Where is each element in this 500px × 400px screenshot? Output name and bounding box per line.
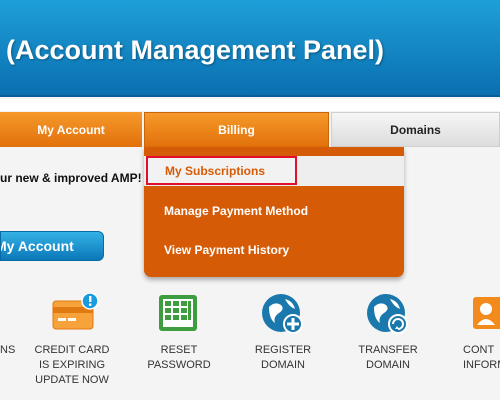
dropdown-item-view-payment-history[interactable]: View Payment History: [164, 243, 290, 257]
header-banner: (Account Management Panel): [0, 0, 500, 97]
promo-text: ur new & improved AMP!: [0, 171, 142, 185]
keypad-icon[interactable]: [157, 293, 199, 333]
credit-card-alert-icon[interactable]: [51, 292, 99, 333]
quick-action-label-transfer-domain[interactable]: TRANSFER DOMAIN: [358, 344, 418, 371]
dropdown-item-label: My Subscriptions: [165, 163, 266, 178]
tab-billing[interactable]: Billing: [144, 112, 329, 147]
contact-card-icon[interactable]: [471, 293, 500, 333]
quick-action-label-register-domain[interactable]: REGISTER DOMAIN: [254, 344, 312, 371]
billing-dropdown-menu: My Subscriptions Manage Payment Method V…: [144, 147, 404, 277]
quick-action-label-partial[interactable]: NS: [0, 344, 16, 356]
globe-transfer-icon[interactable]: [366, 293, 408, 334]
tab-label: My Account: [37, 122, 105, 137]
tab-label: Billing: [218, 123, 255, 137]
tab-my-account[interactable]: My Account: [0, 112, 142, 147]
tab-domains[interactable]: Domains: [331, 112, 500, 147]
quick-action-label-reset-password[interactable]: RESET PASSWORD: [147, 344, 211, 371]
globe-plus-icon[interactable]: [261, 293, 303, 334]
quick-action-label-credit-card[interactable]: CREDIT CARD IS EXPIRING UPDATE NOW: [34, 344, 110, 386]
header-divider: [0, 99, 500, 111]
page-title: (Account Management Panel): [6, 35, 385, 65]
dropdown-item-my-subscriptions[interactable]: My Subscriptions: [146, 156, 297, 185]
dropdown-item-manage-payment-method[interactable]: Manage Payment Method: [164, 204, 309, 218]
my-account-button-label: My Account: [0, 238, 74, 254]
my-account-button[interactable]: My Account: [0, 231, 104, 261]
tab-label: Domains: [390, 122, 441, 137]
